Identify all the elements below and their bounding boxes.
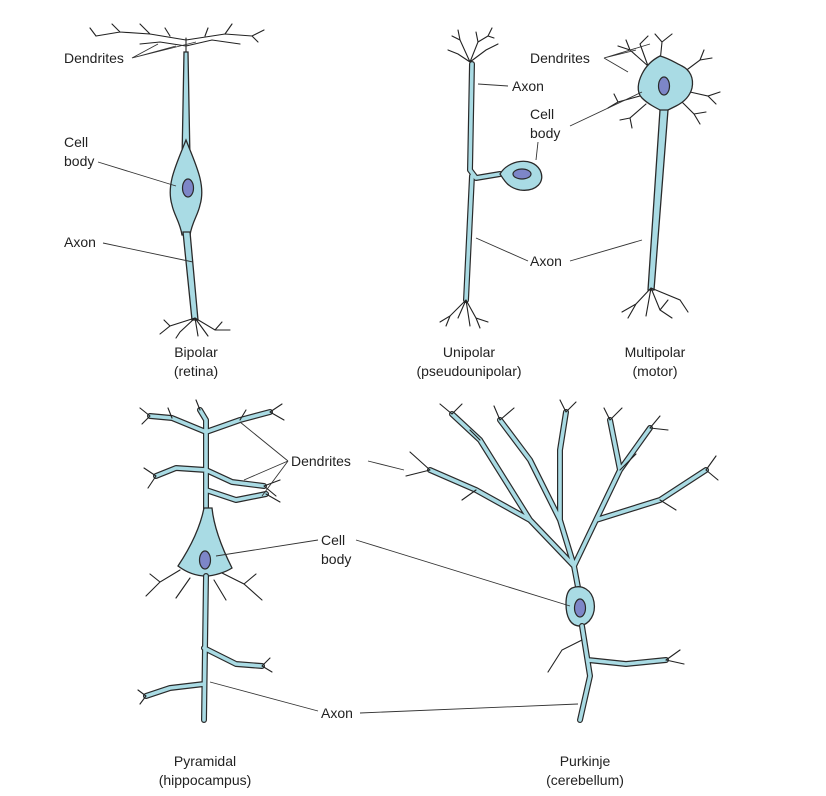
pyramidal-caption-title: Pyramidal [174, 753, 236, 769]
bipolar-dendrites-label: Dendrites [64, 50, 124, 66]
unipolar-caption-title: Unipolar [443, 344, 495, 360]
bipolar-cell-body-label-line2: body [64, 153, 94, 169]
purkinje-nucleus [573, 598, 587, 618]
pyramidal-neuron [137, 399, 319, 723]
multipolar-cell-body-label-line2: body [530, 125, 560, 141]
bipolar-cell-body-label-line1: Cell [64, 134, 88, 150]
multipolar-cell-body-label-line1: Cell [530, 106, 554, 122]
pyramidal-nucleus [198, 550, 212, 570]
bipolar-nucleus [181, 178, 195, 198]
pyramidal-cell-body-label-line1: Cell [321, 532, 345, 548]
bipolar-caption-subtitle: (retina) [174, 363, 218, 379]
unipolar-caption-subtitle: (pseudounipolar) [416, 363, 521, 379]
shared-axon-label: Axon [530, 253, 562, 269]
multipolar-neuron [475, 33, 721, 319]
bipolar-neuron [89, 23, 265, 339]
purkinje-caption-title: Purkinje [560, 753, 611, 769]
bipolar-axon-label: Axon [64, 234, 96, 250]
unipolar-neuron [439, 27, 543, 329]
multipolar-caption-subtitle: (motor) [632, 363, 677, 379]
multipolar-nucleus [657, 76, 671, 96]
purkinje-neuron [355, 399, 719, 723]
pyramidal-dendrites-label: Dendrites [291, 453, 351, 469]
multipolar-dendrites-label: Dendrites [530, 50, 590, 66]
multipolar-caption-title: Multipolar [625, 344, 686, 360]
lower-axon-label: Axon [321, 705, 353, 721]
unipolar-axon-label: Axon [512, 78, 544, 94]
purkinje-caption-subtitle: (cerebellum) [546, 772, 624, 788]
pyramidal-caption-subtitle: (hippocampus) [159, 772, 252, 788]
unipolar-nucleus [512, 168, 532, 180]
pyramidal-cell-body-label-line2: body [321, 551, 351, 567]
bipolar-caption-title: Bipolar [174, 344, 218, 360]
